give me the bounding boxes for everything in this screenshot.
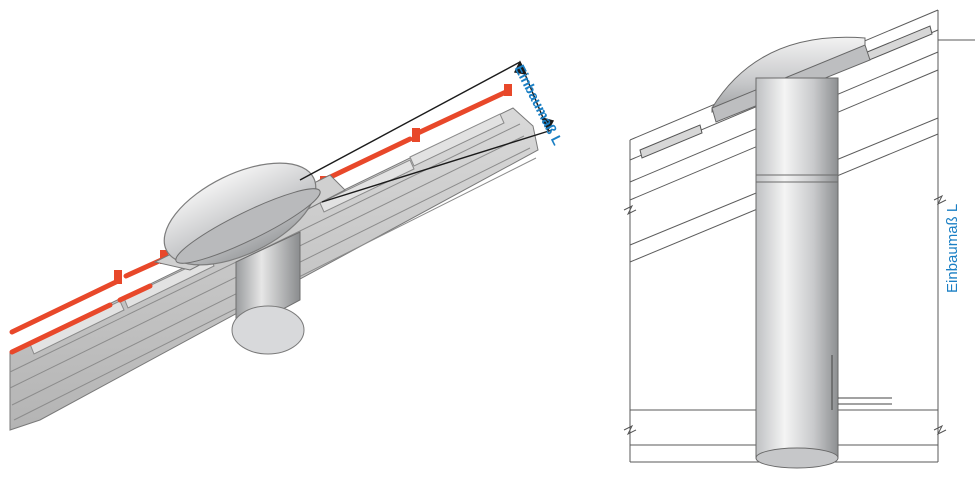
right-break-marks <box>623 194 947 436</box>
left-roof-battens <box>9 88 511 355</box>
right-ceiling-detail <box>831 355 892 410</box>
left-dimension-marker <box>299 60 555 203</box>
right-dimension-label: Einbaumaß L <box>944 203 961 293</box>
left-tube <box>231 231 305 355</box>
left-view <box>9 60 555 431</box>
left-dome <box>163 162 321 266</box>
right-roof-tiles <box>639 25 933 159</box>
right-view <box>623 9 975 469</box>
right-tube <box>755 77 839 469</box>
